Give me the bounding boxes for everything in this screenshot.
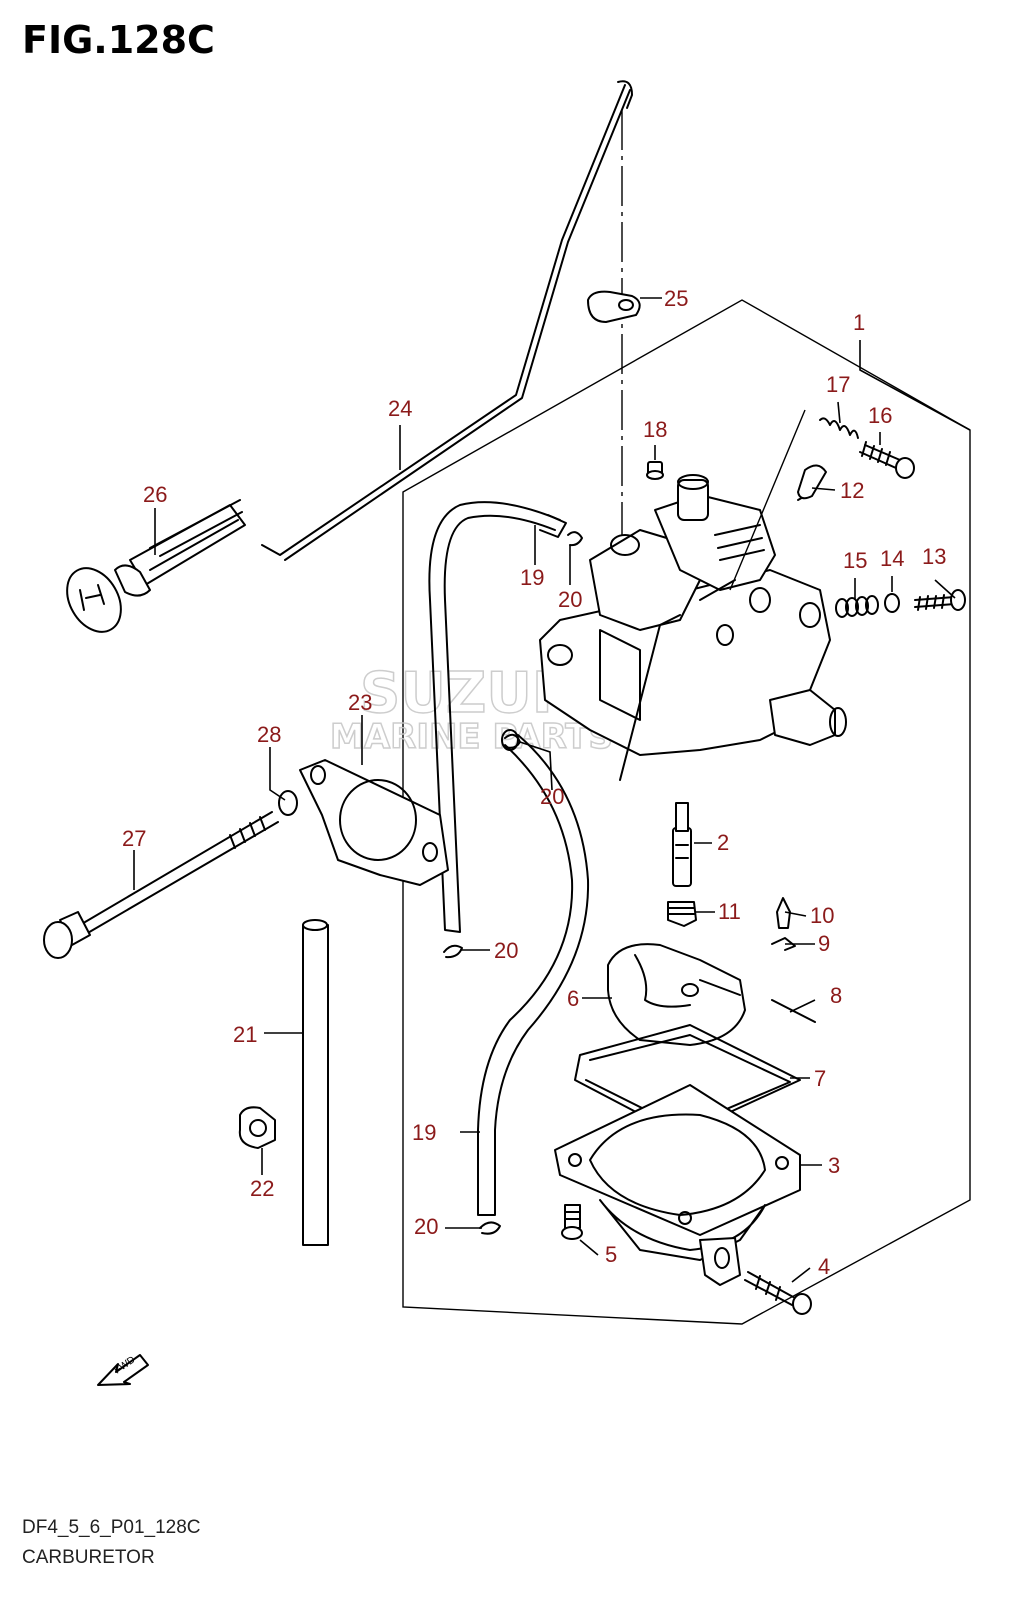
callout-20-bottom: 20 <box>414 1214 438 1239</box>
fwd-arrow-icon: FWD <box>97 1354 149 1386</box>
needle-valve-10-part <box>776 897 791 929</box>
callout-9: 9 <box>818 931 830 956</box>
fuel-hose-lower-part <box>477 734 590 1216</box>
callout-4: 4 <box>818 1254 830 1279</box>
callout-20-left: 20 <box>494 938 518 963</box>
callout-8: 8 <box>830 983 842 1008</box>
spring-17-part <box>819 417 859 439</box>
washer-14-part <box>884 593 900 613</box>
callout-3: 3 <box>828 1153 840 1178</box>
callout-17: 17 <box>826 372 850 397</box>
section-name: CARBURETOR <box>22 1547 155 1568</box>
callout-15: 15 <box>843 548 867 573</box>
screw-18-part <box>646 461 664 480</box>
callout-20-mid: 20 <box>540 784 564 809</box>
callout-27: 27 <box>122 826 146 851</box>
callout-26: 26 <box>143 482 167 507</box>
watermark-line2: MARINE PARTS <box>330 717 613 757</box>
clip-9-part <box>771 937 796 951</box>
drain-screw-4-part <box>744 1271 812 1315</box>
callout-14: 14 <box>880 546 904 571</box>
main-jet-2-part <box>672 802 692 887</box>
callout-12: 12 <box>840 478 864 503</box>
centerline-12 <box>729 409 806 591</box>
control-rod-part <box>261 84 631 561</box>
fuel-hose-upper-end <box>539 514 567 538</box>
callout-19-upper: 19 <box>520 565 544 590</box>
insulator-23-bore <box>339 779 417 861</box>
leader-lines <box>133 297 971 1283</box>
callout-20-top: 20 <box>558 587 582 612</box>
callout-21: 21 <box>233 1022 257 1047</box>
callout-24: 24 <box>388 396 412 421</box>
hose-clip-left <box>443 944 463 959</box>
float-bowl-3-part <box>554 1084 801 1286</box>
insulator-23-hole2 <box>422 842 438 862</box>
model-code: DF4_5_6_P01_128C <box>22 1517 201 1538</box>
pilot-screw-16-part <box>859 441 915 479</box>
callout-2: 2 <box>717 830 729 855</box>
callout-23: 23 <box>348 690 372 715</box>
callout-11: 11 <box>718 899 741 924</box>
callout-18: 18 <box>643 417 667 442</box>
insulator-23-part <box>299 759 449 886</box>
callout-19-lower: 19 <box>412 1120 436 1145</box>
callout-16: 16 <box>868 403 892 428</box>
jet-11-part <box>667 901 697 927</box>
callout-13: 13 <box>922 544 946 569</box>
clip-22-part <box>238 1106 276 1149</box>
spring-15-part <box>835 595 879 618</box>
bowl-screw-5-part <box>561 1204 583 1240</box>
washer-28-part <box>278 790 298 816</box>
insulator-23-hole1 <box>310 765 326 785</box>
callout-28: 28 <box>257 722 281 747</box>
choke-knob-part <box>66 499 246 633</box>
float-6-part <box>607 943 746 1046</box>
callout-25: 25 <box>664 286 688 311</box>
screw-13-part <box>914 589 966 611</box>
bolt-27-part <box>43 811 279 959</box>
callout-5: 5 <box>605 1242 617 1267</box>
callout-22: 22 <box>250 1176 274 1201</box>
hose-clip-bottom <box>479 1221 501 1235</box>
figure-title: FIG.128C <box>22 18 215 62</box>
hose-clip-top <box>567 531 583 547</box>
tube-21-part <box>302 919 329 1246</box>
assembly-boundary <box>402 299 971 1325</box>
callout-6: 6 <box>567 986 579 1011</box>
rod-clip-part <box>587 290 641 323</box>
carburetor-body-part <box>539 474 847 781</box>
callout-7: 7 <box>814 1066 826 1091</box>
callout-labels: 1 2 3 4 5 6 7 8 9 10 11 12 13 14 15 16 1… <box>122 286 946 1279</box>
fuel-hose-upper-part <box>428 501 561 933</box>
callout-10: 10 <box>810 903 834 928</box>
callout-1: 1 <box>853 310 865 335</box>
throttle-stop-12-part <box>797 464 827 501</box>
control-rod-tip <box>617 80 633 109</box>
